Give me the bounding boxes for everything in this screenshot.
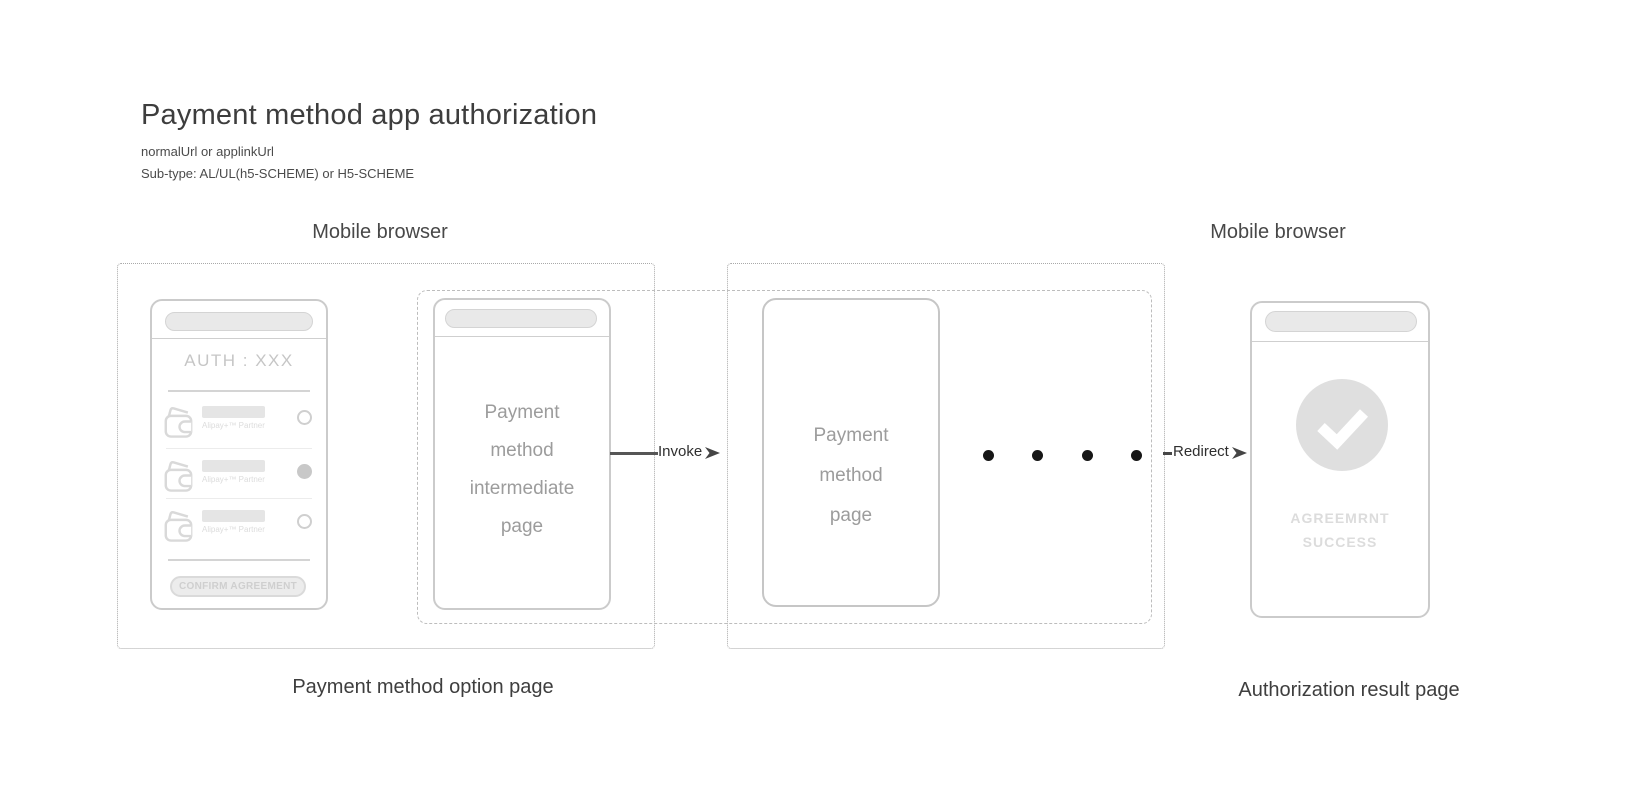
ellipsis-dot: [1082, 450, 1093, 461]
radio-button-unselected: [297, 514, 312, 529]
wallet-partner-label: Alipay+™ Partner: [202, 421, 265, 430]
payment-method-page-label: Payment method page: [813, 425, 889, 526]
wallet-row: Alipay+™ Partner: [152, 450, 326, 500]
wallet-partner-label: Alipay+™ Partner: [202, 475, 265, 484]
redirect-arrow-label: Redirect: [1173, 443, 1229, 460]
address-bar: [165, 312, 313, 331]
option-page-phone: AUTH : XXX Alipay+™ Partner: [150, 299, 328, 610]
result-success-line1: AGREEMRNT: [1290, 510, 1390, 526]
auth-divider: [168, 390, 310, 392]
wallet-row: Alipay+™ Partner: [152, 396, 326, 448]
row-divider: [166, 498, 312, 499]
label-mobile-browser-right: Mobile browser: [1210, 221, 1346, 243]
result-success-line2: SUCCESS: [1302, 534, 1378, 550]
payment-method-flow-frame: [417, 290, 1152, 624]
intermediate-page-label: Payment method intermediate page: [469, 402, 575, 537]
label-payment-method-option-page: Payment method option page: [292, 676, 554, 698]
check-circle-icon: [1296, 379, 1388, 471]
radio-button-unselected: [297, 410, 312, 425]
wallet-partner-label: Alipay+™ Partner: [202, 525, 265, 534]
browser-chrome-divider: [152, 338, 326, 339]
row-divider: [166, 448, 312, 449]
radio-button-selected: [297, 464, 312, 479]
address-bar: [1265, 311, 1417, 332]
wallet-icon: [162, 405, 194, 439]
confirm-agreement-button: CONFIRM AGREEMENT: [170, 576, 306, 597]
auth-title: AUTH : XXX: [184, 351, 294, 370]
wallet-name-placeholder: [202, 510, 265, 522]
label-mobile-browser-left: Mobile browser: [312, 221, 448, 243]
address-bar: [445, 309, 597, 328]
subtitle-sub-type: Sub-type: AL/UL(h5-SCHEME) or H5-SCHEME: [141, 166, 415, 181]
invoke-arrow-line: [610, 452, 658, 455]
intermediate-page-phone: Payment method intermediate page: [433, 298, 611, 610]
invoke-arrow-label: Invoke: [658, 443, 703, 460]
confirm-divider: [168, 559, 310, 561]
wallet-name-placeholder: [202, 406, 265, 418]
mobile-browser-frame-right: [727, 263, 1165, 649]
browser-chrome-divider: [435, 336, 609, 337]
ellipsis-dot: [1032, 450, 1043, 461]
subtitle-normal-url: normalUrl or applinkUrl: [141, 144, 274, 159]
browser-chrome-divider: [1252, 341, 1428, 342]
payment-method-page-phone: Payment method page: [762, 298, 940, 607]
wallet-icon: [162, 459, 194, 493]
invoke-arrowhead-icon: [704, 446, 721, 465]
page-title: Payment method app authorization: [141, 99, 598, 131]
mobile-browser-frame-left: [117, 263, 655, 649]
wallet-icon: [162, 509, 194, 543]
wallet-row: Alipay+™ Partner: [152, 500, 326, 550]
wallet-name-placeholder: [202, 460, 265, 472]
ellipsis-dot: [983, 450, 994, 461]
redirect-arrow-line: [1163, 452, 1172, 455]
result-page-phone: AGREEMRNT SUCCESS: [1250, 301, 1430, 618]
label-authorization-result-page: Authorization result page: [1238, 679, 1460, 701]
ellipsis-dot: [1131, 450, 1142, 461]
redirect-arrowhead-icon: [1231, 446, 1248, 465]
